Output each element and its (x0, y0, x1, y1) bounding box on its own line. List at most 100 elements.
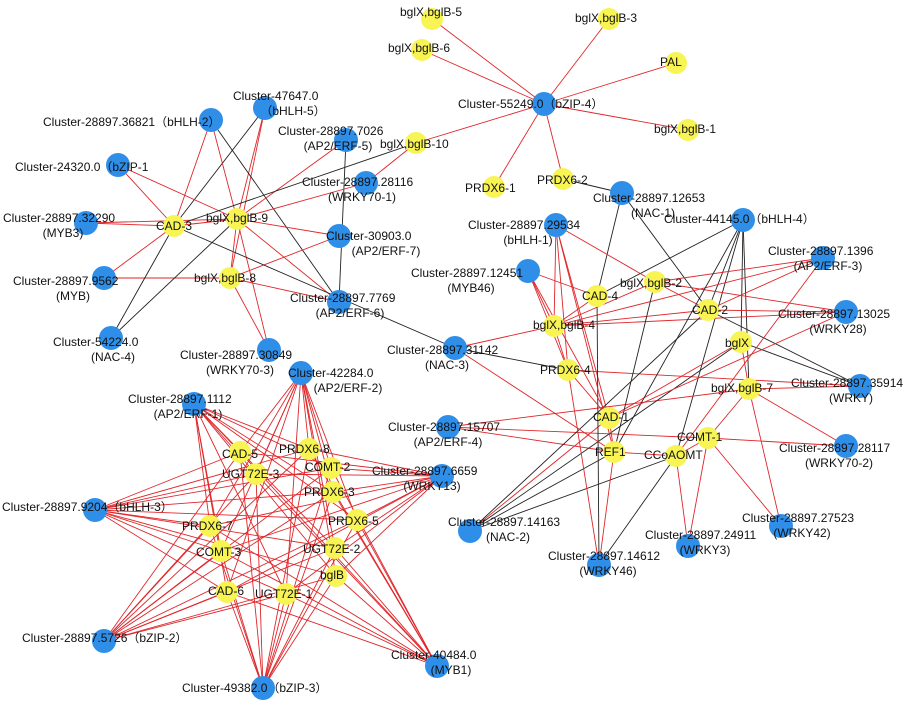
node-label-cad3: CAD-3 (156, 219, 192, 233)
node-label-c30849: Cluster-28897.30849 (180, 348, 292, 362)
node-label-c28116: Cluster-28897.28116 (302, 175, 414, 189)
node-label-prdx65: PRDX6-5 (328, 514, 379, 528)
node-c29534[interactable] (544, 213, 568, 237)
node-prdx65[interactable] (346, 509, 368, 531)
edge-cad2-bglx4 (553, 309, 709, 327)
node-c13025[interactable] (834, 300, 858, 324)
node-comt1[interactable] (697, 427, 719, 449)
node-sublabel-c15707: (AP2/ERF-4) (414, 435, 483, 449)
edge-c6659-ugt1 (285, 475, 443, 595)
node-comt3[interactable] (210, 540, 232, 562)
node-prdx67[interactable] (199, 515, 221, 537)
node-c36821[interactable] (199, 108, 223, 132)
node-c14612[interactable] (587, 553, 611, 577)
edge-c30849-bglx8 (229, 277, 270, 351)
node-sublabel-c47647: （bHLH-5） (260, 104, 325, 118)
edge-c40484-bglb (335, 575, 438, 667)
node-c15707[interactable] (436, 415, 460, 439)
edge-c49382-ugt3 (255, 473, 264, 689)
node-c12653[interactable] (610, 181, 634, 205)
node-bglx8[interactable] (219, 267, 241, 289)
node-label-prdx64: PRDX6-4 (540, 363, 591, 377)
node-c14163[interactable] (458, 519, 482, 543)
node-c7026[interactable] (334, 128, 358, 152)
node-prdx61[interactable] (483, 176, 505, 198)
node-c30849[interactable] (257, 338, 281, 362)
edge-c6659-prdx67 (209, 475, 443, 527)
node-c27523[interactable] (769, 514, 793, 538)
edge-c12451-cad4 (527, 270, 598, 297)
node-ugt3[interactable] (245, 463, 267, 485)
node-c5726[interactable] (92, 629, 116, 653)
edge-c14612-ccoaomt (598, 455, 677, 566)
node-c42284[interactable] (289, 361, 313, 385)
node-label-c6659: Cluster-28897.6659 (372, 464, 478, 478)
edge-c40484-ugt2 (334, 547, 438, 667)
node-bglx5[interactable] (421, 8, 443, 30)
node-bglx9[interactable] (226, 208, 248, 230)
node-label-comt2: COMT-2 (305, 460, 351, 474)
node-bglx2[interactable] (644, 271, 666, 293)
edge-c14612-ref1 (598, 451, 615, 566)
node-ccoaomt[interactable] (665, 445, 687, 467)
node-c55249[interactable] (532, 92, 556, 116)
node-bglx6[interactable] (411, 39, 433, 61)
node-bglx1[interactable] (677, 119, 699, 141)
node-c40484[interactable] (425, 654, 449, 678)
node-c7769[interactable] (327, 290, 351, 314)
node-bglx4[interactable] (543, 315, 565, 337)
edge-c31142-prdx64 (454, 347, 569, 371)
node-prdx62[interactable] (552, 168, 574, 190)
node-ugt2[interactable] (324, 537, 346, 559)
node-cad6[interactable] (216, 581, 238, 603)
node-prdx63[interactable] (322, 481, 344, 503)
node-sublabel-c9562: (MYB) (56, 289, 90, 303)
node-sublabel-c32290: (MYB3) (43, 226, 84, 240)
node-ref1[interactable] (603, 441, 625, 463)
node-prdx64[interactable] (557, 359, 579, 381)
node-comt2[interactable] (320, 457, 342, 479)
node-prdx68[interactable] (298, 438, 320, 460)
edge-c42284-comt3 (220, 372, 302, 552)
node-c54224[interactable] (99, 326, 123, 350)
node-label-c44145: Cluster-44145.0（bHLH-4） (664, 212, 815, 226)
node-c35914[interactable] (848, 374, 872, 398)
edge-cad1-bglx (608, 341, 742, 419)
node-c24320[interactable] (106, 153, 130, 177)
node-cad4[interactable] (586, 285, 608, 307)
node-c47647[interactable] (253, 96, 277, 120)
node-sublabel-c1112: (AP2/ERF-1) (154, 407, 223, 421)
node-bglx10[interactable] (405, 132, 427, 154)
node-c49382[interactable] (251, 676, 275, 700)
node-label-comt3: COMT-3 (196, 545, 242, 559)
node-c28117[interactable] (834, 434, 858, 458)
edge-c47647-bglx8 (229, 107, 266, 279)
node-c1396[interactable] (811, 246, 835, 270)
node-c44145[interactable] (731, 208, 755, 232)
node-c28116[interactable] (354, 171, 378, 195)
node-c24911[interactable] (676, 534, 700, 558)
node-cad5[interactable] (229, 441, 251, 463)
node-c30903[interactable] (327, 224, 351, 248)
node-label-ugt2: UGT72E-2 (303, 542, 361, 556)
node-pal[interactable] (665, 52, 687, 74)
node-bglb[interactable] (325, 565, 347, 587)
node-sublabel-c7769: (AP2/ERF-6) (316, 306, 385, 320)
node-c1112[interactable] (182, 392, 206, 416)
node-cad3[interactable] (163, 215, 185, 237)
node-sublabel-c28116: (WRKY70-1) (328, 190, 396, 204)
node-c9204[interactable] (83, 498, 107, 522)
node-c12451[interactable] (516, 259, 540, 283)
node-ugt1[interactable] (275, 583, 297, 605)
node-label-prdx61: PRDX6-1 (465, 181, 516, 195)
node-c6659[interactable] (430, 464, 454, 488)
node-cad1[interactable] (598, 407, 620, 429)
node-c9562[interactable] (92, 266, 116, 290)
node-bglx[interactable] (730, 331, 752, 353)
edge-c55249-bglx1 (543, 103, 689, 131)
node-c32290[interactable] (74, 211, 98, 235)
node-bglx7[interactable] (738, 378, 760, 400)
node-cad2[interactable] (697, 299, 719, 321)
node-bglx3[interactable] (598, 8, 620, 30)
node-c31142[interactable] (443, 336, 467, 360)
